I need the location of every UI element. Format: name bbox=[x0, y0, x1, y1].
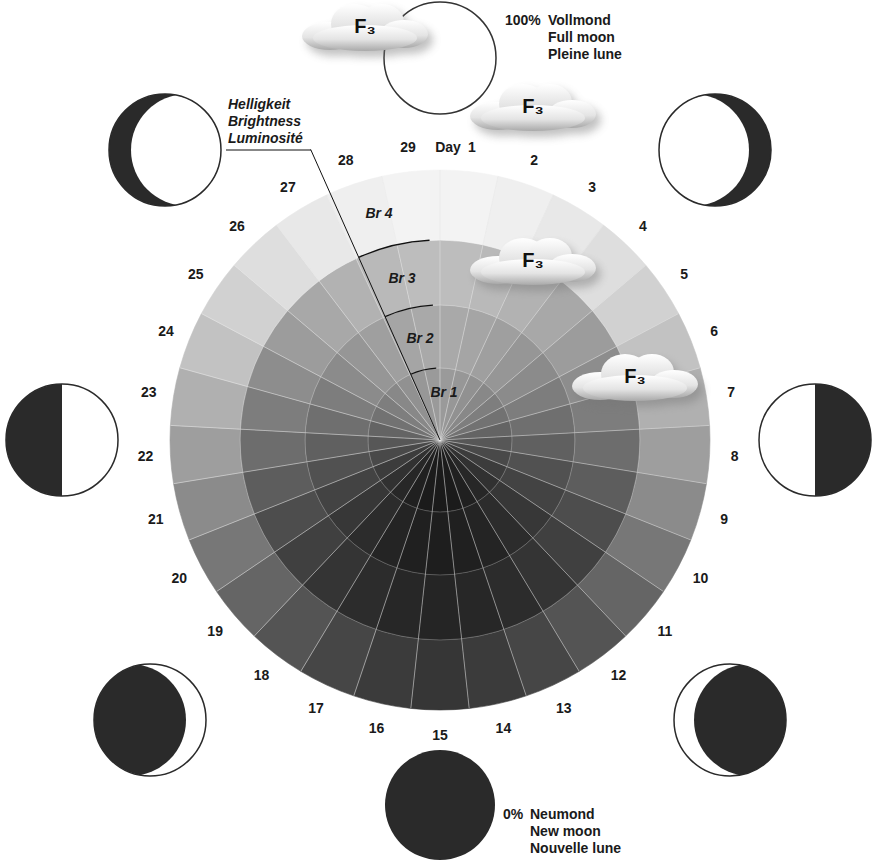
crescent-moon bbox=[74, 664, 206, 776]
day-spoke bbox=[440, 440, 579, 671]
day-caption: Day bbox=[435, 139, 461, 156]
day-number: 25 bbox=[188, 266, 204, 283]
phase-percent: 100% bbox=[505, 12, 541, 29]
phase-name: New moon bbox=[530, 823, 601, 840]
phase-name: Neumond bbox=[530, 806, 595, 823]
waxing-moon bbox=[637, 94, 771, 206]
day-number: 28 bbox=[338, 152, 354, 169]
day-spoke bbox=[440, 440, 469, 708]
brightness-sector bbox=[455, 568, 504, 639]
day-spoke bbox=[174, 440, 440, 484]
day-number: 7 bbox=[727, 384, 735, 401]
brightness-level: Br 2 bbox=[406, 330, 433, 347]
day-spoke bbox=[440, 314, 679, 440]
brightness-sector bbox=[509, 404, 574, 436]
day-number: 1 bbox=[468, 138, 476, 155]
day-number: 8 bbox=[731, 447, 739, 464]
day-number: 27 bbox=[280, 179, 296, 196]
phase-name: Pleine lune bbox=[548, 46, 622, 63]
day-number: 20 bbox=[172, 570, 188, 587]
phase-name: Vollmond bbox=[548, 12, 611, 29]
brightness-sector bbox=[240, 429, 307, 472]
day-number: 3 bbox=[588, 179, 596, 196]
cloud-label: F₃ bbox=[522, 249, 543, 271]
axis-title: Luminosité bbox=[228, 130, 303, 147]
day-spoke bbox=[440, 225, 603, 440]
day-spoke bbox=[440, 195, 553, 440]
day-number: 29 bbox=[400, 138, 416, 155]
phase-name: Nouvelle lune bbox=[530, 840, 621, 857]
day-number: 22 bbox=[138, 447, 154, 464]
new-moon bbox=[385, 750, 495, 860]
day-spoke bbox=[440, 265, 646, 440]
moon-phases bbox=[6, 2, 871, 860]
day-spoke bbox=[301, 440, 440, 671]
day-number: 23 bbox=[141, 384, 157, 401]
phase-name: Full moon bbox=[548, 29, 615, 46]
brightness-arc bbox=[385, 305, 433, 316]
day-spoke bbox=[354, 440, 440, 696]
day-number: 9 bbox=[720, 510, 728, 527]
cloud-label: F₃ bbox=[624, 365, 645, 387]
day-spoke bbox=[440, 440, 626, 636]
brightness-sector bbox=[462, 630, 527, 709]
day-number: 21 bbox=[148, 510, 164, 527]
day-spoke bbox=[440, 425, 710, 440]
day-number: 6 bbox=[710, 322, 718, 339]
brightness-arc bbox=[359, 240, 430, 257]
day-spoke bbox=[189, 440, 440, 540]
cloud-shape: F₃ bbox=[468, 78, 598, 133]
brightness-arc bbox=[411, 368, 437, 374]
cloud-shape: F₃ bbox=[468, 232, 598, 287]
brightness-sector bbox=[411, 639, 469, 710]
day-number: 5 bbox=[680, 266, 688, 283]
day-number: 11 bbox=[657, 622, 672, 639]
axis-title: Brightness bbox=[228, 113, 301, 130]
day-spoke bbox=[411, 440, 440, 708]
day-number: 17 bbox=[308, 699, 324, 716]
day-spoke bbox=[440, 176, 498, 440]
day-spoke bbox=[234, 265, 440, 440]
cloud-label: F₃ bbox=[354, 15, 375, 37]
day-number: 12 bbox=[611, 666, 627, 683]
brightness-level: Br 1 bbox=[430, 384, 457, 401]
brightness-sector bbox=[418, 574, 461, 640]
brightness-level: Br 3 bbox=[388, 270, 415, 287]
day-spoke bbox=[180, 368, 440, 440]
day-number: 14 bbox=[496, 720, 512, 737]
day-number: 24 bbox=[158, 322, 174, 339]
day-spoke bbox=[440, 368, 700, 440]
brightness-sector bbox=[170, 425, 243, 483]
day-spoke bbox=[201, 314, 440, 440]
day-number: 2 bbox=[530, 152, 538, 169]
day-number: 4 bbox=[639, 217, 647, 234]
day-number: 13 bbox=[556, 699, 572, 716]
phase-percent: 0% bbox=[503, 806, 523, 823]
half-moon bbox=[759, 384, 871, 496]
day-spoke bbox=[440, 440, 663, 592]
day-spoke bbox=[440, 440, 526, 696]
brightness-level: Br 4 bbox=[365, 205, 392, 222]
day-spoke bbox=[327, 195, 440, 440]
waning-moon bbox=[109, 94, 243, 206]
cloud-shape: F₃ bbox=[570, 348, 700, 403]
crescent-moon bbox=[674, 664, 806, 776]
brightness-leader bbox=[226, 150, 440, 441]
cloud-shape: F₃ bbox=[300, 0, 430, 53]
day-spoke bbox=[440, 440, 706, 484]
brightness-sector bbox=[305, 433, 369, 462]
day-spoke bbox=[170, 425, 440, 440]
day-number: 15 bbox=[432, 727, 448, 744]
day-number: 26 bbox=[229, 217, 245, 234]
day-spoke bbox=[254, 440, 440, 636]
day-number: 16 bbox=[369, 720, 385, 737]
half-moon bbox=[6, 384, 118, 496]
day-number: 18 bbox=[254, 666, 270, 683]
day-number: 19 bbox=[207, 622, 223, 639]
axis-title: Helligkeit bbox=[228, 96, 290, 113]
cloud-label: F₃ bbox=[522, 95, 543, 117]
day-number: 10 bbox=[693, 570, 709, 587]
